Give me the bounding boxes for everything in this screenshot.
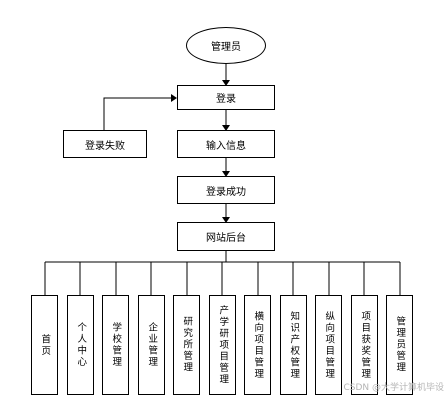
arrow-login-input bbox=[222, 125, 230, 131]
module-label: 产学研项目管理 bbox=[217, 304, 229, 386]
edge-fail-login bbox=[103, 97, 176, 130]
module-label: 研究所管理 bbox=[181, 316, 193, 374]
watermark: CSDN @大学计算机毕设 bbox=[343, 383, 444, 393]
root-node: 管理员 bbox=[186, 27, 266, 64]
module-label: 知识产权管理 bbox=[288, 310, 300, 380]
module-node: 项目获奖管理 bbox=[351, 295, 378, 395]
module-node: 纵向项目管理 bbox=[315, 295, 342, 395]
login-success-label: 登录成功 bbox=[206, 186, 246, 198]
module-node: 知识产权管理 bbox=[280, 295, 307, 395]
module-label: 首页 bbox=[39, 333, 51, 357]
module-label: 个人中心 bbox=[75, 322, 87, 368]
arrow-fail-login bbox=[171, 94, 177, 102]
module-node: 研究所管理 bbox=[173, 295, 200, 395]
module-label: 横向项目管理 bbox=[252, 310, 264, 380]
login-success-node: 登录成功 bbox=[177, 176, 275, 204]
module-node: 个人中心 bbox=[67, 295, 94, 395]
module-node: 学校管理 bbox=[102, 295, 129, 395]
module-label: 项目获奖管理 bbox=[359, 310, 371, 380]
input-info-node: 输入信息 bbox=[177, 130, 275, 158]
module-node: 产学研项目管理 bbox=[209, 295, 236, 395]
backend-node: 网站后台 bbox=[177, 222, 275, 251]
root-label: 管理员 bbox=[211, 42, 241, 53]
login-fail-node: 登录失败 bbox=[63, 130, 147, 158]
login-label: 登录 bbox=[216, 94, 236, 105]
module-node: 企业管理 bbox=[138, 295, 165, 395]
module-node: 首页 bbox=[31, 295, 58, 395]
module-label: 管理员管理 bbox=[394, 316, 406, 374]
module-label: 纵向项目管理 bbox=[323, 310, 335, 380]
module-node: 管理员管理 bbox=[386, 295, 413, 395]
input-info-label: 输入信息 bbox=[206, 140, 246, 152]
module-label: 企业管理 bbox=[146, 322, 158, 368]
arrow-root-login bbox=[222, 80, 230, 86]
backend-label: 网站后台 bbox=[206, 233, 246, 244]
arrow-success-backend bbox=[222, 217, 230, 223]
login-node: 登录 bbox=[177, 85, 275, 110]
module-node: 横向项目管理 bbox=[244, 295, 271, 395]
login-fail-label: 登录失败 bbox=[85, 140, 125, 152]
arrow-input-success bbox=[222, 171, 230, 177]
module-label: 学校管理 bbox=[110, 322, 122, 368]
